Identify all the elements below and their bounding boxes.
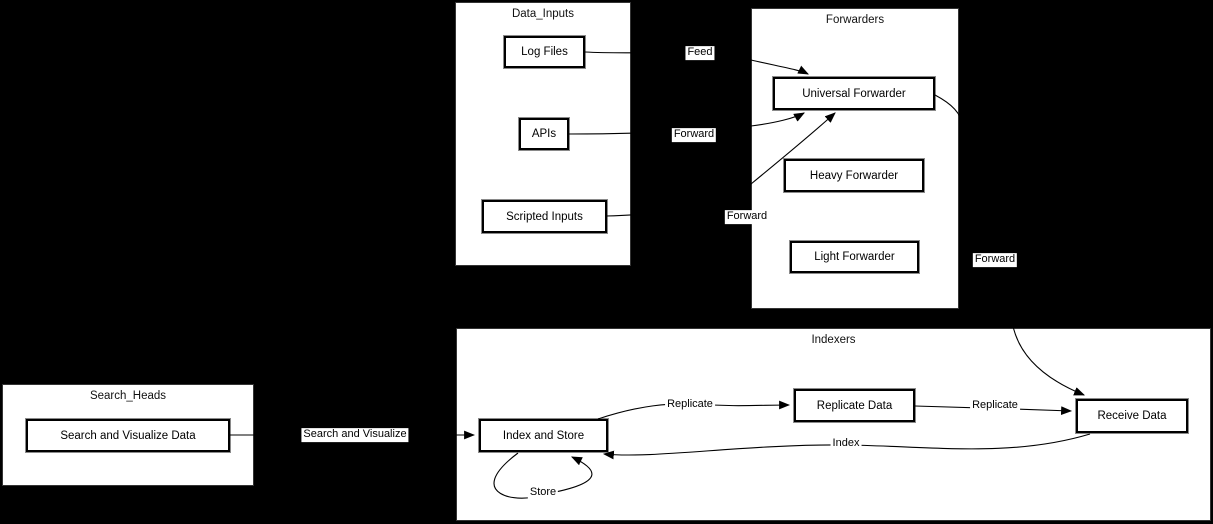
edge-label-store: Store [527, 486, 559, 500]
cluster-title-indexers: Indexers [811, 334, 856, 346]
node-receive-data-label: Receive Data [1097, 410, 1167, 422]
edge-label-index: Index [830, 437, 862, 451]
edge-label-forward-scripted: Forward [724, 210, 770, 224]
node-apis: APIs [519, 118, 569, 150]
node-search-and-visualize-data: Search and Visualize Data [26, 419, 230, 452]
edge-label-feed: Feed [685, 46, 715, 60]
node-apis-label: APIs [531, 128, 557, 140]
node-heavy-forwarder: Heavy Forwarder [784, 159, 924, 192]
edge-label-replicate-1: Replicate [665, 398, 715, 412]
node-log-files: Log Files [504, 36, 585, 68]
node-light-forwarder-label: Light Forwarder [814, 251, 895, 263]
cluster-title-data-inputs: Data_Inputs [511, 8, 574, 20]
node-universal-forwarder: Universal Forwarder [773, 77, 935, 110]
cluster-title-forwarders: Forwarders [825, 14, 885, 26]
node-log-files-label: Log Files [521, 46, 568, 58]
node-receive-data: Receive Data [1076, 399, 1188, 433]
node-universal-forwarder-label: Universal Forwarder [802, 87, 906, 100]
node-light-forwarder: Light Forwarder [790, 241, 919, 273]
node-scripted-inputs: Scripted Inputs [482, 200, 607, 233]
cluster-title-search-heads: Search_Heads [89, 390, 167, 402]
node-search-and-visualize-data-label: Search and Visualize Data [60, 429, 196, 442]
node-index-and-store-label: Index and Store [502, 429, 585, 442]
node-replicate-data: Replicate Data [794, 389, 915, 422]
edge-label-forward-uf: Forward [972, 253, 1018, 267]
edge-label-replicate-2: Replicate [970, 399, 1020, 413]
node-scripted-inputs-label: Scripted Inputs [506, 210, 583, 223]
node-heavy-forwarder-label: Heavy Forwarder [809, 169, 899, 182]
edge-label-search-and-visualize: Search and Visualize [301, 428, 409, 442]
node-index-and-store: Index and Store [479, 419, 608, 452]
node-replicate-data-label: Replicate Data [816, 399, 893, 412]
edge-label-forward-apis: Forward [671, 128, 717, 142]
